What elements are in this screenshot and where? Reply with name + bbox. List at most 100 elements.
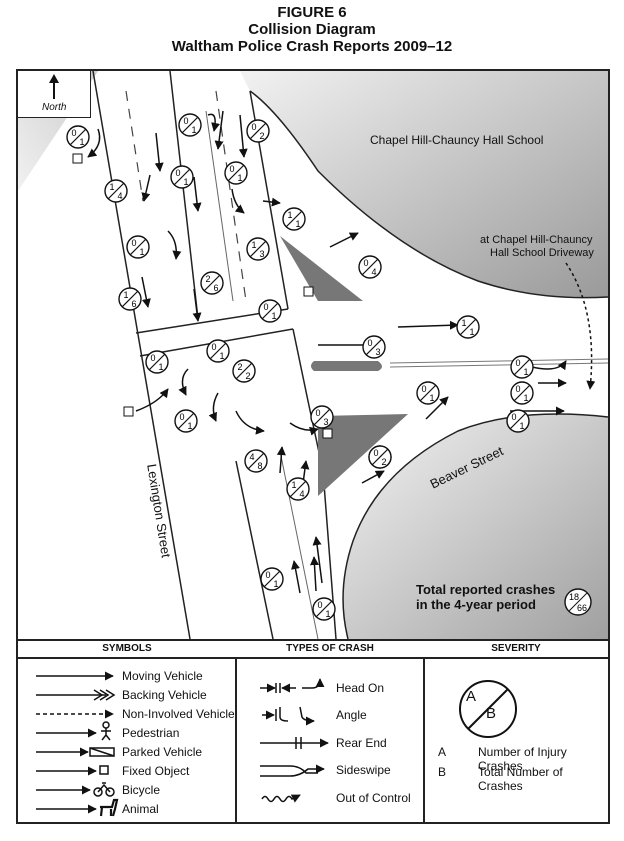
severity-badge: 01 [510,381,534,405]
severity-badge: 01 [145,350,169,374]
total-crashes-line1: Total reported crashes [416,582,556,597]
lane-line [389,362,608,368]
vehicle-path-arrow [154,132,164,172]
badge-injury-count: 0 [317,600,322,610]
badge-total-count: 3 [259,249,264,259]
badge-injury-count: 0 [131,238,136,248]
north-arrow-box: North [18,71,91,118]
severity-badge: 14 [286,477,310,501]
lot-school [240,71,608,298]
severity-badge: 03 [362,335,386,359]
vehicle-path-arrow [262,197,281,207]
lot-southeast [343,414,608,639]
lane-line [279,450,319,639]
vehicle-path-arrow [235,410,265,435]
severity-badge: 01 [312,597,336,621]
vehicle-path-arrow [397,320,459,330]
legend-bicycle: Bicycle [122,783,161,797]
driveway-path [565,262,596,390]
badge-total-count: 1 [325,609,330,619]
legend-out-of-control: Out of Control [336,791,411,805]
badge-total-count: 1 [219,351,224,361]
severity-badge: 11 [456,315,480,339]
badge-injury-count: 0 [229,164,234,174]
legend-animal: Animal [122,802,159,816]
badge-injury-count: 0 [367,338,372,348]
badge-total-count: 1 [183,177,188,187]
total-crashes-line2: in the 4-year period [416,597,536,612]
severity-badge: 01 [206,339,230,363]
severity-badge: 01 [506,409,530,433]
severity-badge: 01 [178,113,202,137]
severity-badge: 03 [310,405,334,429]
lane-dash [215,90,247,302]
svg-text:18: 18 [569,592,579,602]
badge-total-count: 8 [257,461,262,471]
vehicle-path-arrow [361,470,385,484]
badge-total-count: 2 [381,457,386,467]
lane-line [389,358,608,364]
vehicle-path-arrow [276,446,286,474]
badge-injury-count: 0 [71,128,76,138]
badge-injury-count: 0 [183,116,188,126]
vehicle-path-arrow [167,230,182,260]
badge-total-count: 6 [131,299,136,309]
vehicle-path-arrow [192,176,202,212]
badge-injury-count: 0 [373,448,378,458]
badge-total-count: 1 [187,421,192,431]
vehicle-path-arrow [141,174,151,202]
legend-rear-end: Rear End [336,736,387,750]
legend-sideswipe: Sideswipe [336,763,391,777]
severity-badge: 01 [416,381,440,405]
badge-total-count: 1 [158,362,163,372]
badge-injury-count: 0 [265,570,270,580]
badge-injury-count: 0 [363,258,368,268]
badge-injury-count: 0 [515,358,520,368]
severity-badge: 02 [246,119,270,143]
badge-total-count: 4 [371,267,376,277]
severity-badge: 01 [258,299,282,323]
badge-injury-count: 0 [179,412,184,422]
legend-angle: Angle [336,708,367,722]
vehicle-path-arrow [238,114,248,158]
badge-total-count: 1 [519,421,524,431]
symbols-header: SYMBOLS [102,643,152,654]
severity-badge: 14 [104,179,128,203]
road-edge [169,71,199,320]
fixed-object [123,406,134,417]
legend-divider [18,657,608,659]
north-label: North [42,102,67,113]
vehicle-path-arrow [178,368,189,396]
badge-injury-count: 1 [461,318,466,328]
driveway-label-2: Hall School Driveway [490,247,594,259]
legend-non-involved-vehicle: Non-Involved Vehicle [122,707,235,721]
severity-badge: 13 [246,237,270,261]
vehicle-path-arrow [289,422,319,436]
severity-badge: 02 [368,445,392,469]
vehicle-path-arrow [329,232,359,248]
severity-badge: 26 [200,271,224,295]
severity-badge: 01 [224,161,248,185]
severity-a-key: A [438,745,447,759]
types-header: TYPES OF CRASH [286,643,374,654]
badge-total-count: 1 [191,125,196,135]
vehicle-path-arrow [192,288,202,322]
badge-injury-count: 0 [515,384,520,394]
badge-total-count: 1 [523,367,528,377]
badge-total-count: 2 [245,371,250,381]
vehicle-path-arrow [135,388,169,412]
vehicle-path-arrow [425,396,449,420]
severity-badge: 48 [244,449,268,473]
title-block: FIGURE 6 Collision Diagram Waltham Polic… [0,4,624,55]
legend-pedestrian: Pedestrian [122,726,180,740]
severity-a-description: Number of Injury Crashes [478,745,567,773]
badge-total-count: 1 [139,247,144,257]
severity-badge: 01 [260,567,284,591]
vehicle-path-arrow [141,276,151,308]
severity-badge: 01 [510,355,534,379]
legend-symbols-drawing [36,671,517,817]
vehicle-path-arrow [207,113,220,132]
diagram-subtitle: Waltham Police Crash Reports 2009–12 [171,38,453,55]
